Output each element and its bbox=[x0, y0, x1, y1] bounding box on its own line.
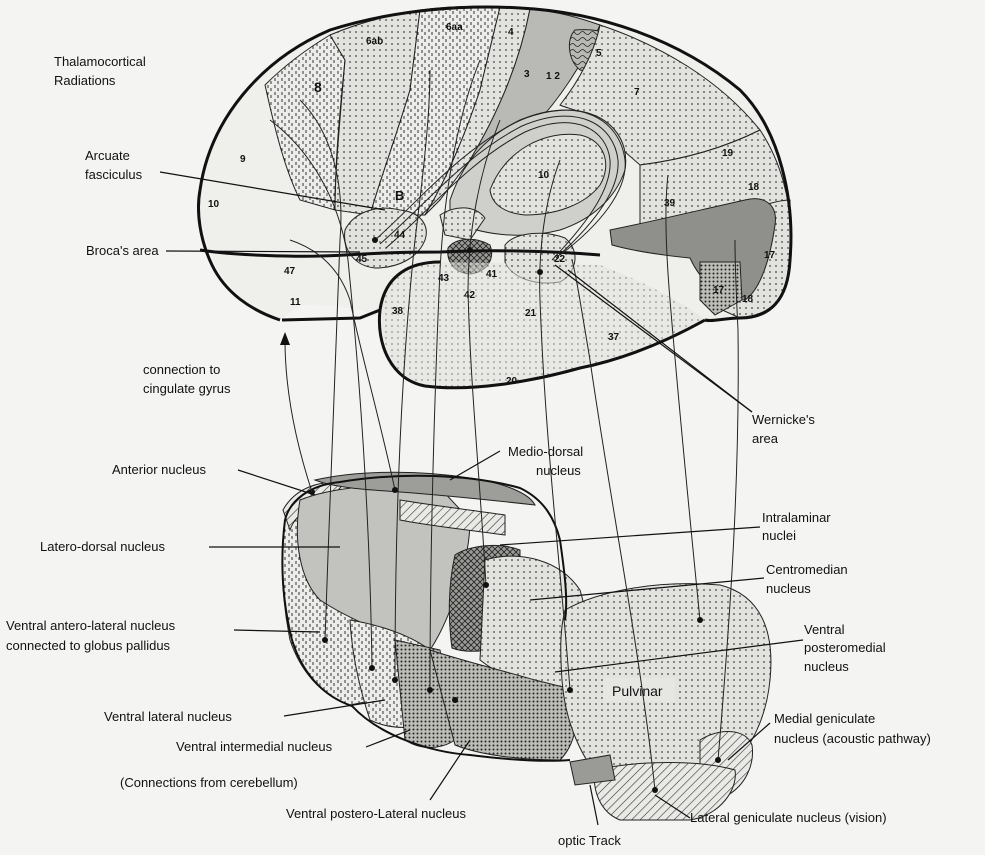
cingulate-arrow bbox=[280, 332, 312, 492]
lateral-geniculate-label: Lateral geniculate nucleus (vision) bbox=[690, 810, 887, 825]
broca-label: Broca's area bbox=[86, 243, 159, 258]
ventral-intermedial-label: Ventral intermedial nucleus bbox=[176, 739, 333, 754]
medial-geniculate-label-2: nucleus (acoustic pathway) bbox=[774, 731, 931, 746]
cerebellum-label: (Connections from cerebellum) bbox=[120, 775, 298, 790]
cortex bbox=[199, 6, 791, 387]
thalamus bbox=[282, 472, 771, 820]
wernicke-label-1: Wernicke's bbox=[752, 412, 815, 427]
area-9: 9 bbox=[240, 154, 246, 165]
area-41: 41 bbox=[486, 269, 498, 280]
anterior-nucleus-label: Anterior nucleus bbox=[112, 462, 206, 477]
area-20: 20 bbox=[506, 376, 518, 387]
area-1-2: 1 2 bbox=[546, 71, 560, 82]
area-18: 18 bbox=[748, 182, 760, 193]
area-19: 19 bbox=[722, 148, 734, 159]
area-11: 11 bbox=[290, 297, 301, 308]
area-42: 42 bbox=[464, 290, 476, 301]
area-43: 43 bbox=[438, 273, 450, 284]
medio-dorsal-label-2: nucleus bbox=[536, 463, 581, 478]
thalamocortical-label-2: Radiations bbox=[54, 73, 116, 88]
area-17-lower: 17 bbox=[713, 285, 725, 296]
latero-dorsal-label: Latero-dorsal nucleus bbox=[40, 539, 166, 554]
vpm-label-2: posteromedial bbox=[804, 640, 886, 655]
arcuate-label-2: fasciculus bbox=[85, 167, 143, 182]
intralaminar-label-2: nuclei bbox=[762, 528, 796, 543]
area-5: 5 bbox=[596, 48, 602, 59]
area-47: 47 bbox=[284, 266, 296, 277]
ventral-antero-lateral-label-2: connected to globus pallidus bbox=[6, 638, 171, 653]
area-7: 7 bbox=[634, 87, 640, 98]
area-3: 3 bbox=[524, 69, 530, 80]
area-8: 8 bbox=[314, 79, 322, 95]
area-6aa: 6aa bbox=[446, 22, 463, 33]
ventral-lateral-label: Ventral lateral nucleus bbox=[104, 709, 232, 724]
area-10-center: 10 bbox=[538, 170, 550, 181]
arcuate-label-1: Arcuate bbox=[85, 148, 130, 163]
area-10-frontal: 10 bbox=[208, 199, 220, 210]
cingulate-label-2: cingulate gyrus bbox=[143, 381, 231, 396]
medial-geniculate-label-1: Medial geniculate bbox=[774, 711, 875, 726]
area-39: 39 bbox=[664, 198, 676, 209]
pulvinar-label: Pulvinar bbox=[612, 683, 663, 699]
area-45: 45 bbox=[356, 254, 368, 265]
area-44: 44 bbox=[394, 230, 406, 241]
intralaminar-label-1: Intralaminar bbox=[762, 510, 831, 525]
area-4: 4 bbox=[508, 27, 514, 38]
vpm-label-3: nucleus bbox=[804, 659, 849, 674]
area-38: 38 bbox=[392, 306, 404, 317]
ventral-antero-lateral-label-1: Ventral antero-lateral nucleus bbox=[6, 618, 176, 633]
thalamocortical-label-1: Thalamocortical bbox=[54, 54, 146, 69]
area-37: 37 bbox=[608, 332, 620, 343]
ventral-postero-lateral-label: Ventral postero-Lateral nucleus bbox=[286, 806, 466, 821]
centromedian-label-2: nucleus bbox=[766, 581, 811, 596]
area-22: 22 bbox=[554, 254, 566, 265]
area-18-lower: 18 bbox=[742, 294, 754, 305]
optic-tract-shape bbox=[570, 755, 615, 785]
centromedian-label-1: Centromedian bbox=[766, 562, 848, 577]
medio-dorsal-label-1: Medio-dorsal bbox=[508, 444, 583, 459]
area-B: B bbox=[395, 188, 404, 203]
vpm-label-1: Ventral bbox=[804, 622, 845, 637]
area-6ab: 6ab bbox=[366, 36, 383, 47]
optic-track-label: optic Track bbox=[558, 833, 621, 848]
area-17: 17 bbox=[764, 250, 776, 261]
wernicke-label-2: area bbox=[752, 431, 779, 446]
area-21: 21 bbox=[525, 308, 537, 319]
cingulate-label-1: connection to bbox=[143, 362, 220, 377]
